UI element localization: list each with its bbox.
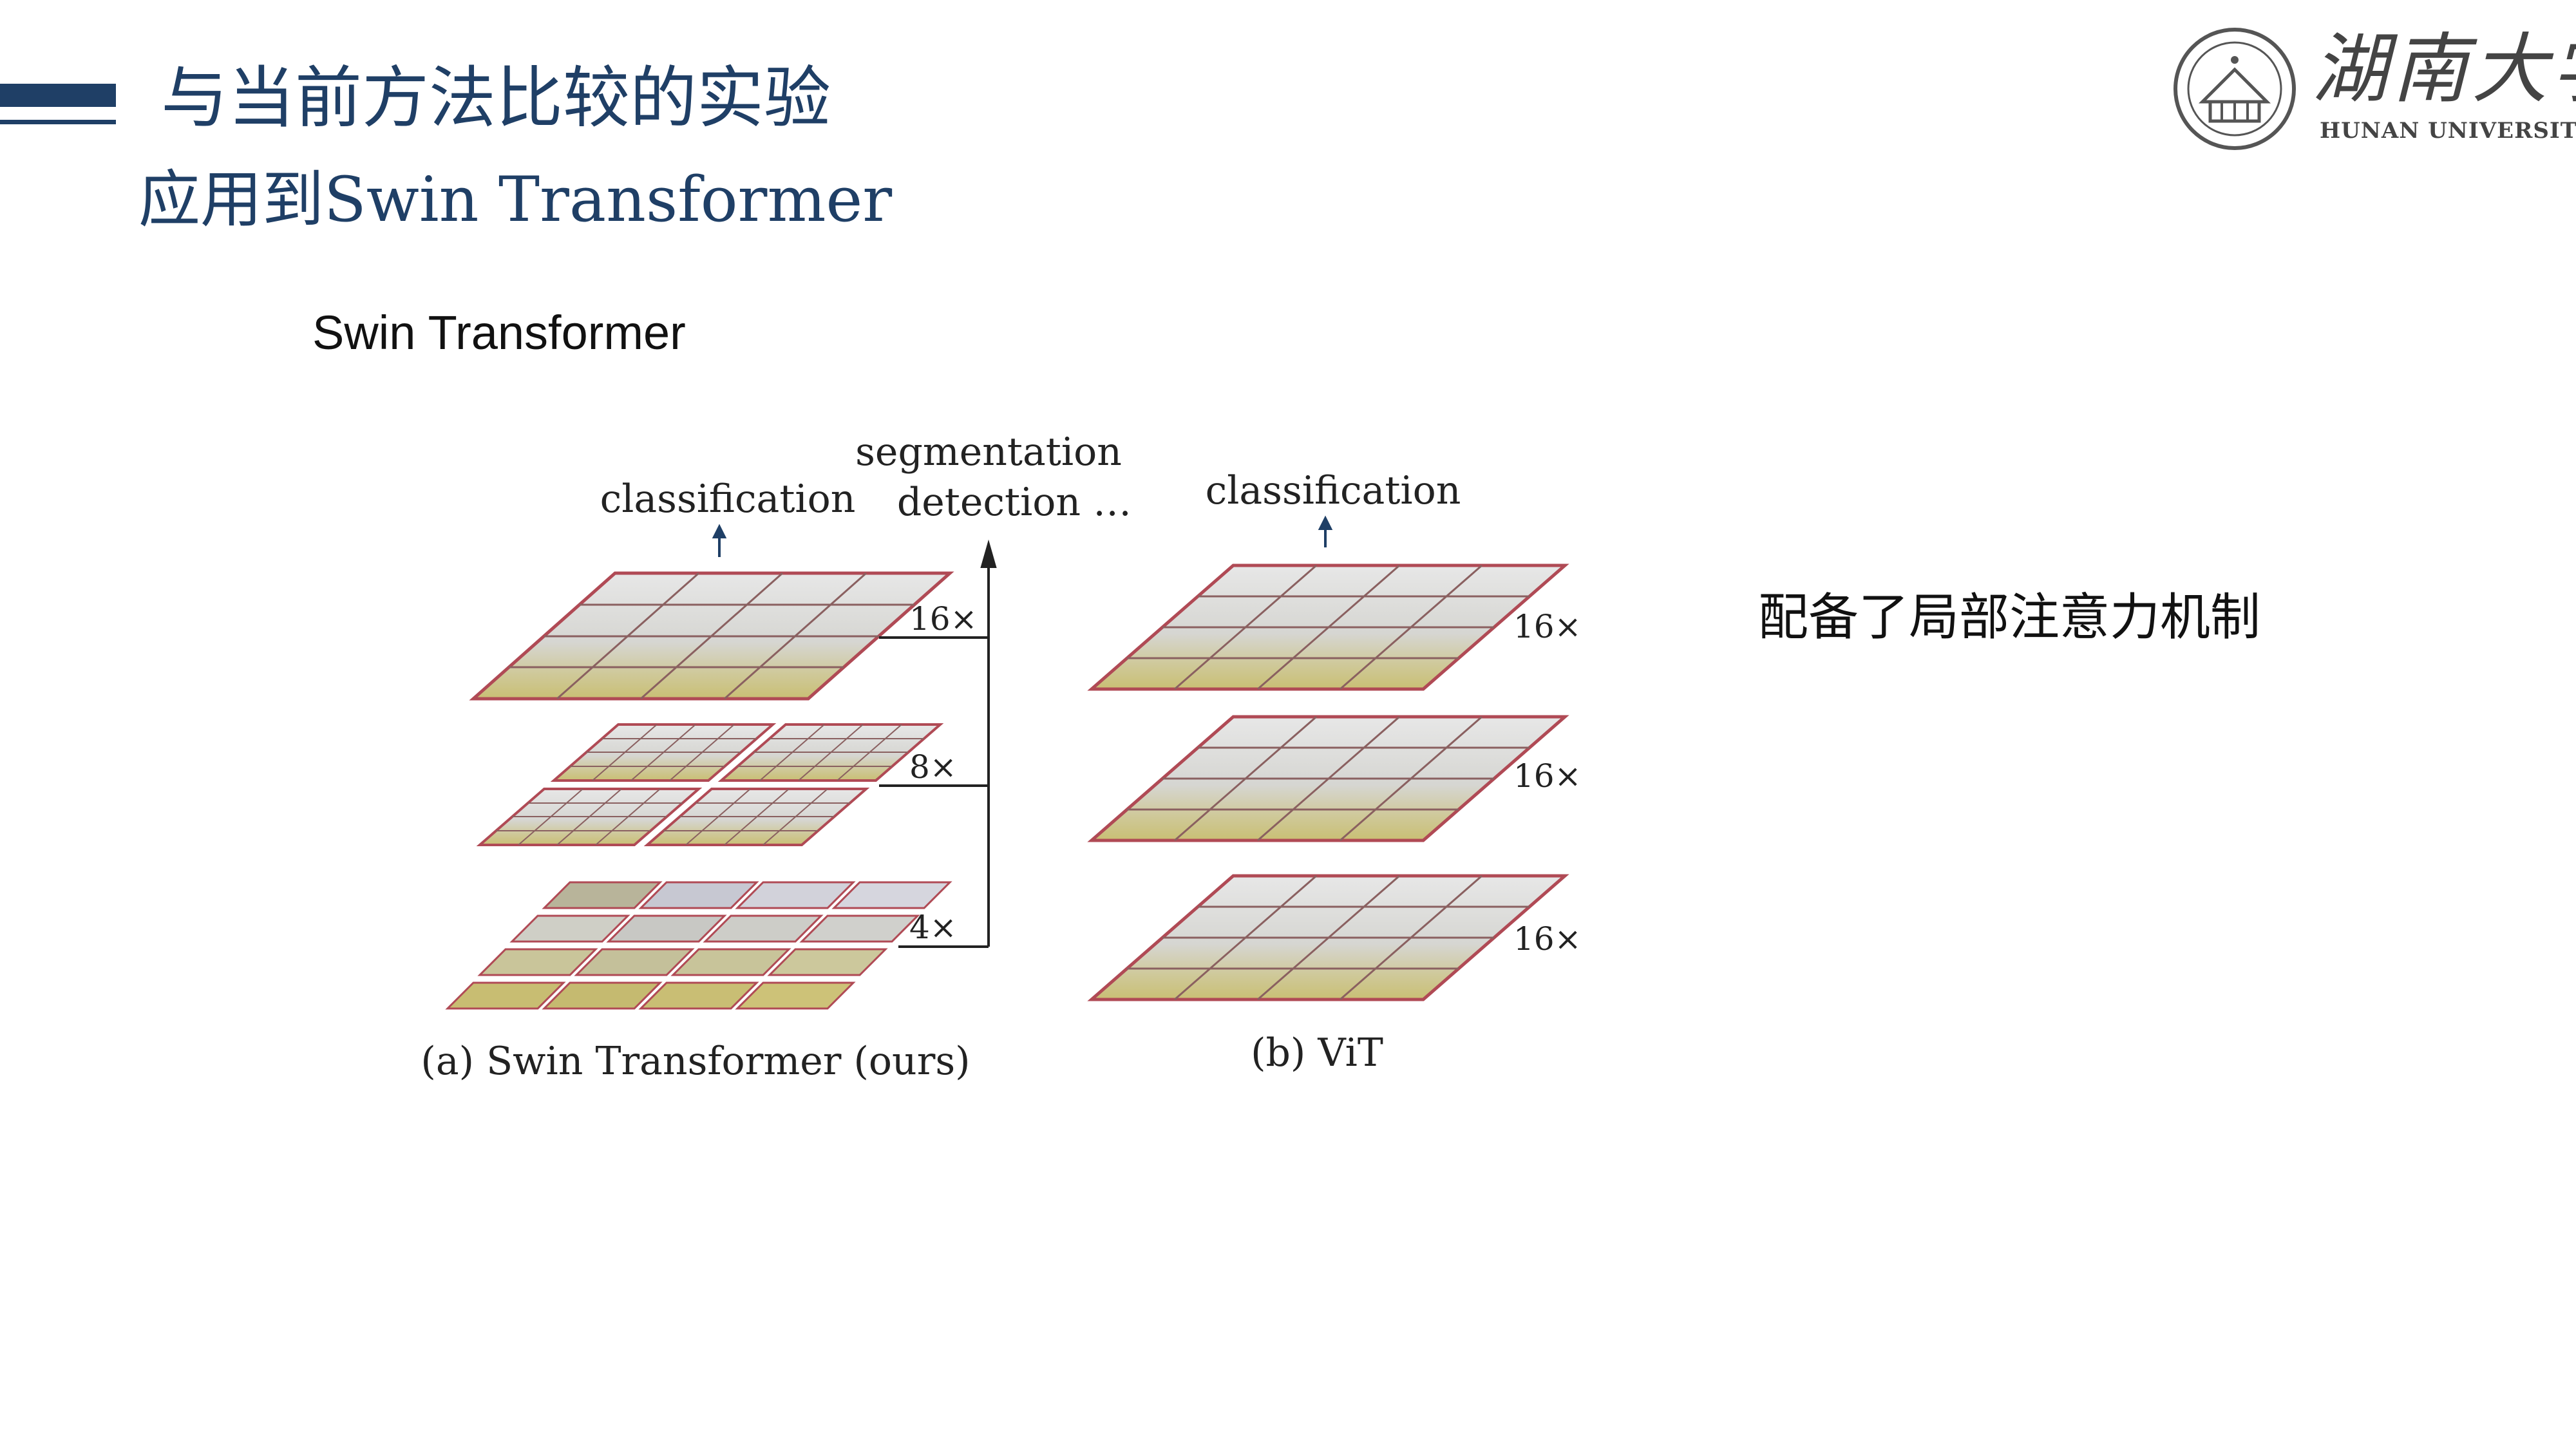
vit-stack: classification 16× 16× 16× (b) ViT	[1087, 468, 1582, 1075]
vit-layer-2	[1087, 715, 1569, 842]
swin-scale-16x: 16×	[909, 600, 978, 638]
swin-hierarchy: classification segmentation detection … …	[421, 430, 1132, 1084]
vit-scale-16x-2: 16×	[1513, 757, 1582, 795]
swin-side-label-detection: detection …	[897, 480, 1132, 525]
swin-scale-8x: 8×	[909, 748, 957, 786]
swin-layer-4x	[445, 881, 952, 1010]
swin-layer-16x	[469, 571, 954, 701]
logo-name-cn: 湖南大学	[2312, 24, 2576, 113]
vit-scale-16x-3: 16×	[1513, 920, 1582, 958]
logo-name-en: HUNAN UNIVERSITY	[2320, 118, 2576, 144]
swin-scale-4x: 4×	[909, 909, 957, 946]
swin-side-label-segmentation: segmentation	[855, 430, 1122, 475]
university-seal-icon	[2174, 28, 2296, 150]
vit-top-label: classification	[1206, 468, 1461, 513]
swin-top-label: classification	[600, 477, 856, 522]
swin-output-connectors	[879, 539, 997, 948]
arrow-up-icon	[712, 524, 727, 557]
header-accent-bar-thick	[0, 84, 116, 107]
arrow-up-icon	[1318, 515, 1333, 547]
local-attention-note: 配备了局部注意力机制	[1758, 589, 2261, 647]
vit-scale-16x-1: 16×	[1513, 608, 1582, 645]
vit-caption: (b) ViT	[1251, 1030, 1383, 1075]
section-label: Swin Transformer	[312, 306, 686, 359]
vit-layer-3	[1087, 874, 1569, 1001]
university-logo: 湖南大学 HUNAN UNIVERSITY	[2170, 24, 2576, 153]
vit-layer-1	[1087, 564, 1569, 691]
swin-layer-8x	[476, 723, 944, 846]
slide-title: 与当前方法比较的实验	[161, 59, 831, 137]
header-accent-bar-thin	[0, 120, 116, 124]
slide-subtitle: 应用到Swin Transformer	[138, 164, 893, 236]
swin-caption: (a) Swin Transformer (ours)	[421, 1039, 970, 1084]
